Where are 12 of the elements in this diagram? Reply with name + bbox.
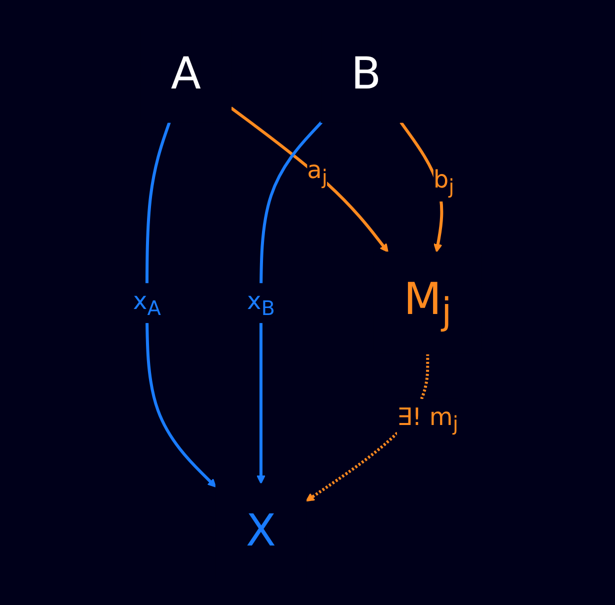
node-text: B <box>351 48 382 99</box>
arrow <box>146 121 216 487</box>
arrow <box>230 106 389 252</box>
node-text: X <box>246 505 276 556</box>
arrow <box>256 120 323 484</box>
edge-label: a$_{j}$ <box>307 156 328 188</box>
edge-label: ∃! m$_{j}$ <box>397 402 458 436</box>
node-text: M$_{j}$ <box>404 274 452 332</box>
node-text: A <box>171 48 202 99</box>
edge-label: x$_{B}$ <box>247 286 276 320</box>
edge-label: b$_{j}$ <box>433 165 454 198</box>
edge-label: x$_{A}$ <box>133 286 162 320</box>
